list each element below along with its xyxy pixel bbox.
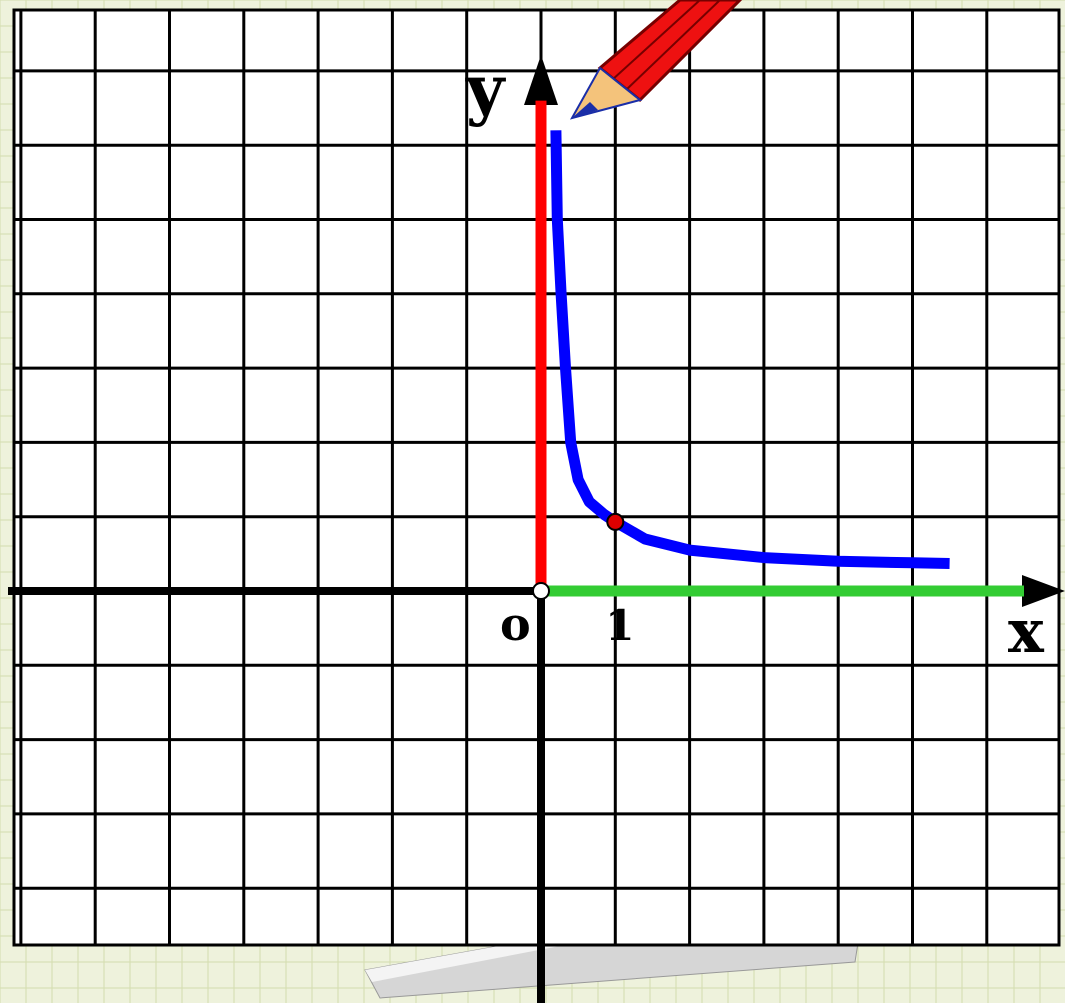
labels-layer: y x o [465, 50, 1045, 667]
points-layer [532, 512, 625, 600]
series-layer [535, 100, 1024, 597]
x-axis-label: x [1008, 597, 1045, 667]
pencil-decoration [569, 0, 743, 120]
origin-label: o [500, 597, 531, 651]
y-axis-label: y [465, 50, 506, 128]
y-axis-arrow [524, 55, 558, 105]
grid-lines [14, 10, 1059, 945]
marked-point [606, 512, 625, 531]
marked-point [532, 582, 550, 600]
series-curve [550, 130, 950, 569]
x-tick-label: 1 [605, 601, 634, 650]
x-axis-arrow [1022, 575, 1065, 607]
tick-labels: 1 [605, 601, 634, 650]
